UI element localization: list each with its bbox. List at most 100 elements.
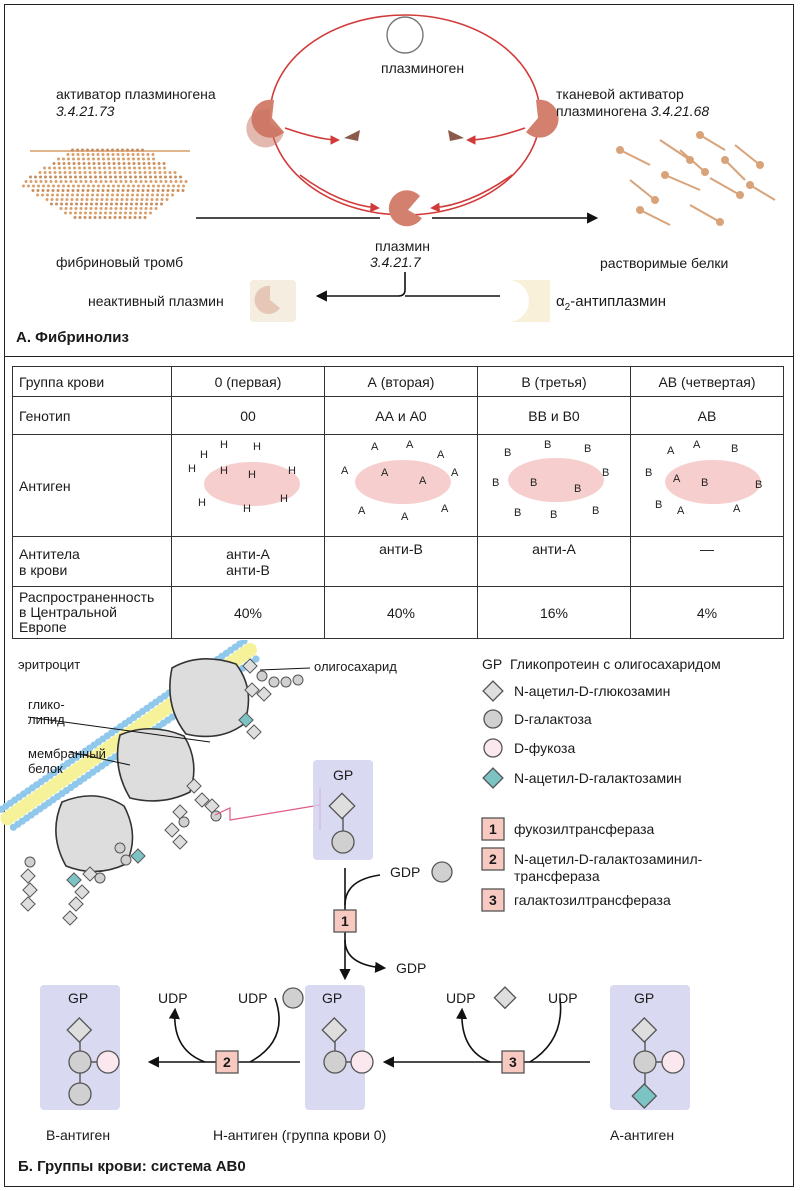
fibrin-dot: [70, 198, 74, 201]
antigen-letter: B: [655, 499, 662, 511]
fibrin-dot: [105, 198, 109, 201]
fibrin-dot: [22, 184, 25, 188]
fibrin-dot: [122, 162, 126, 165]
fibrin-dot: [89, 175, 92, 179]
fibrin-dot: [116, 189, 120, 192]
section-divider: [4, 356, 794, 357]
fibrin-dot: [92, 157, 95, 161]
udp-out-label-3: UDP: [446, 990, 476, 1006]
fibrin-dot: [154, 175, 157, 179]
fibrin-dot: [126, 153, 130, 156]
udp-in-label-3: UDP: [548, 990, 578, 1006]
antigen-letter: B: [645, 467, 652, 479]
fibrin-dot: [58, 171, 62, 174]
fibrin-dot: [92, 162, 96, 165]
fibrin-dot: [99, 211, 102, 215]
antigen-letter: B: [574, 483, 581, 495]
fibrin-dot: [67, 157, 70, 161]
chain-diamond: [164, 822, 180, 838]
fibrin-dot: [97, 157, 100, 161]
fibrin-dot: [50, 198, 54, 201]
fibrin-dot: [99, 207, 103, 210]
fibrinolysis-diagram: [30, 14, 776, 322]
fibrin-dot: [169, 175, 172, 179]
antigen-letter: H: [288, 465, 296, 477]
fibrin-dot: [62, 162, 66, 165]
fibrin-dot: [106, 148, 109, 152]
chain-diamond: [194, 792, 210, 808]
right-activator-shape: [526, 99, 559, 138]
fibrin-dot: [80, 202, 83, 206]
antigen-letter: B: [550, 509, 557, 521]
fibrin-dot: [155, 202, 158, 206]
chain-diamond: [186, 778, 202, 794]
fibrin-dot: [86, 189, 90, 192]
fibrin-dot: [108, 171, 112, 174]
fibrin-dot: [65, 198, 69, 201]
right-activator-label-1: тканевой активатор: [556, 86, 684, 102]
fibrin-dot: [129, 180, 133, 183]
chain-diamond: [74, 884, 90, 900]
antigen-letter: A: [381, 467, 389, 479]
fibrin-dot: [144, 207, 148, 210]
chain-diamond: [20, 896, 36, 912]
fibrin-dot: [106, 153, 110, 156]
fibrin-dot: [48, 171, 52, 174]
antigen-letter: B: [544, 439, 551, 451]
oligosaccharide-label: олигосахарид: [314, 659, 397, 674]
fibrin-dot: [121, 189, 125, 192]
fibrin-dot: [125, 198, 129, 201]
fibrin-dot: [39, 180, 43, 183]
fibrin-dot: [116, 148, 119, 152]
right-activator-label-2: плазминогена 3.4.21.68: [556, 103, 710, 119]
plasmin-ec: 3.4.21.7: [370, 254, 421, 270]
fibrin-dot: [108, 166, 111, 170]
antigen-letter: A: [401, 511, 409, 523]
chain-circle: [256, 670, 268, 682]
fibrin-dot: [100, 198, 104, 201]
fibrin-dot: [81, 148, 84, 152]
fibrin-dot: [129, 175, 132, 179]
chain-circle: [292, 674, 304, 686]
fibrin-dot: [141, 153, 145, 156]
fibrin-dot: [128, 171, 132, 174]
fibrin-dot: [46, 189, 50, 192]
fibrin-dot: [31, 189, 35, 192]
antigen-letter: B: [602, 467, 609, 479]
fibrin-dot: [65, 202, 68, 206]
fibrin-dot: [139, 211, 142, 215]
fibrin-dot: [154, 180, 158, 183]
fibrin-dot: [110, 198, 114, 201]
fibrin-dot: [86, 153, 90, 156]
fibrin-dot: [128, 216, 132, 219]
antigen-letter: B: [504, 447, 511, 459]
antigen-cell-body: [355, 460, 451, 504]
fibrin-dot: [29, 175, 32, 179]
fibrin-dot: [79, 207, 83, 210]
antigen-letter: B: [731, 443, 738, 455]
fibrin-dot: [98, 171, 102, 174]
fibrin-dot: [74, 175, 77, 179]
section-a-title: А. Фибринолиз: [16, 329, 129, 346]
legend-gp: GP Гликопротеин с олигосахаридом: [482, 656, 721, 672]
fibrin-dot: [72, 157, 75, 161]
fibrin-dot: [95, 202, 98, 206]
membrane-head: [9, 823, 18, 831]
group-ab-name: АВ (четвертая): [630, 366, 784, 397]
fibrin-clot: [30, 150, 190, 152]
fibrin-dot: [158, 166, 161, 170]
fibrin-dot: [125, 202, 128, 206]
fibrin-dot: [131, 148, 134, 152]
group-a-genotype: АА и А0: [324, 396, 478, 435]
antigen-letter: A: [451, 467, 459, 479]
fibrin-dot: [47, 184, 50, 188]
gp-label-top: GP: [333, 767, 354, 783]
row-header-group: Группа крови: [12, 366, 172, 397]
antigen-letter: H: [220, 439, 228, 451]
antigen-cell-body: [508, 458, 604, 502]
antigen-letter: H: [200, 449, 208, 461]
